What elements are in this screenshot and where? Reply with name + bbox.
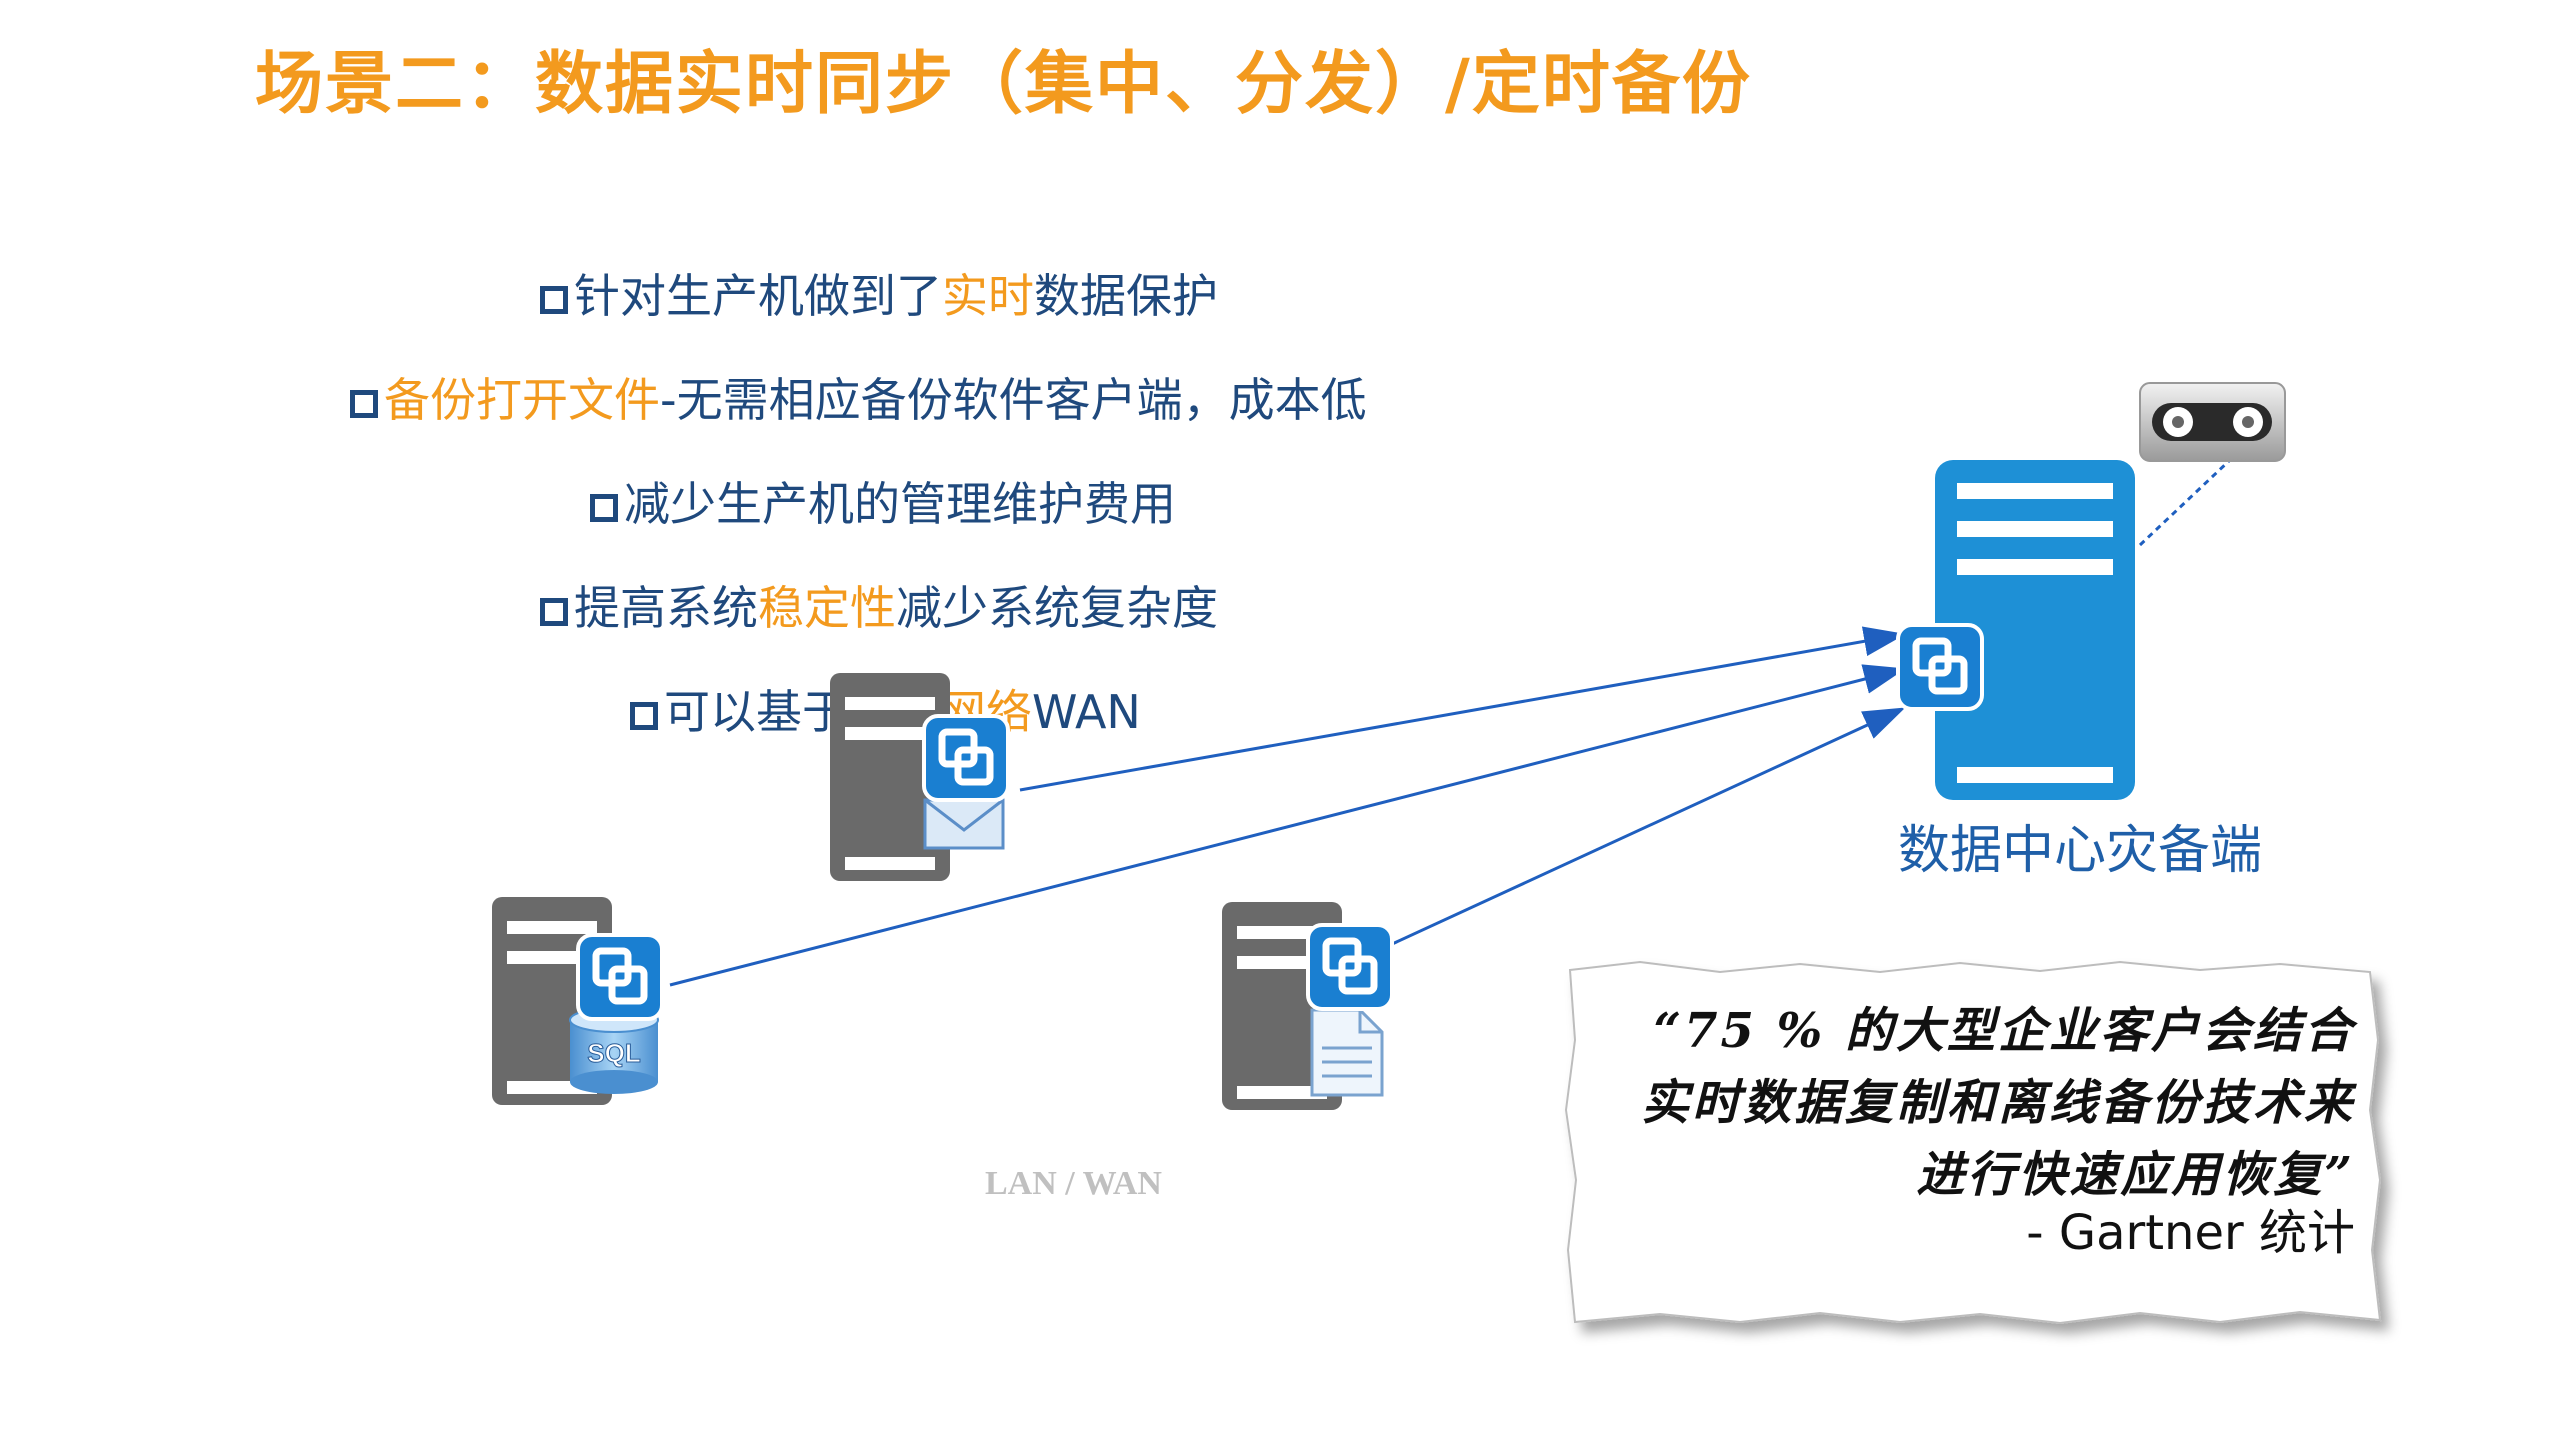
checkbox-square-icon	[630, 702, 658, 730]
sync-app-icon	[1306, 923, 1394, 1011]
mail-server-icon	[830, 673, 950, 881]
bullet-text: 提高系统	[574, 581, 758, 635]
bullet-text: 减少生产机的管理维护费用	[624, 477, 1176, 531]
tape-drive-icon	[2139, 382, 2286, 462]
link-sql-server	[669, 664, 1906, 987]
document-icon	[1310, 1008, 1384, 1097]
page-title: 场景二：数据实时同步（集中、分发）/定时备份	[255, 45, 1752, 124]
sql-label: SQL	[587, 1038, 641, 1068]
checkbox-square-icon	[540, 286, 568, 314]
bullet-item: 提高系统稳定性减少系统复杂度	[540, 578, 1218, 638]
link-mail-server	[1019, 626, 1906, 792]
link-file-server	[1389, 707, 1906, 947]
quote-source: - Gartner 统计	[2026, 1205, 2355, 1261]
quote-text: “75 % 的大型企业客户会结合实时数据复制和离线备份技术来进行快速应用恢复”	[1640, 1003, 2355, 1203]
bullet-text: 针对生产机做到了	[574, 269, 942, 323]
bullet-text: -无需相应备份软件客户端，成本低	[660, 373, 1367, 427]
checkbox-square-icon	[350, 390, 378, 418]
datacenter-server-icon	[1935, 460, 2135, 800]
sync-app-icon	[1896, 623, 1984, 711]
connection-lines	[669, 458, 2232, 987]
bullet-text: 数据保护	[1034, 269, 1218, 323]
datacenter-label: 数据中心灾备端	[1897, 821, 2262, 881]
bullet-highlight-text: 实时	[942, 269, 1034, 323]
network-label: LAN / WAN	[985, 1165, 1162, 1202]
bullet-highlight-text: 备份打开文件	[384, 373, 660, 427]
bullet-item: 减少生产机的管理维护费用	[590, 474, 1176, 534]
link-tape	[2138, 458, 2232, 547]
sync-app-icon	[922, 714, 1010, 802]
bullet-highlight-text: 稳定性	[758, 581, 896, 635]
checkbox-square-icon	[540, 598, 568, 626]
bullet-item: 针对生产机做到了实时数据保护	[540, 266, 1218, 326]
bullet-item: 备份打开文件-无需相应备份软件客户端，成本低	[350, 370, 1367, 430]
sync-app-icon	[576, 933, 664, 1021]
mail-icon	[923, 798, 1005, 850]
quote-paper	[1564, 960, 2382, 1325]
bullet-text: WAN	[1032, 685, 1141, 739]
checkbox-square-icon	[590, 494, 618, 522]
bullet-text: 减少系统复杂度	[896, 581, 1218, 635]
bullet-text: 可以基于	[664, 685, 848, 739]
